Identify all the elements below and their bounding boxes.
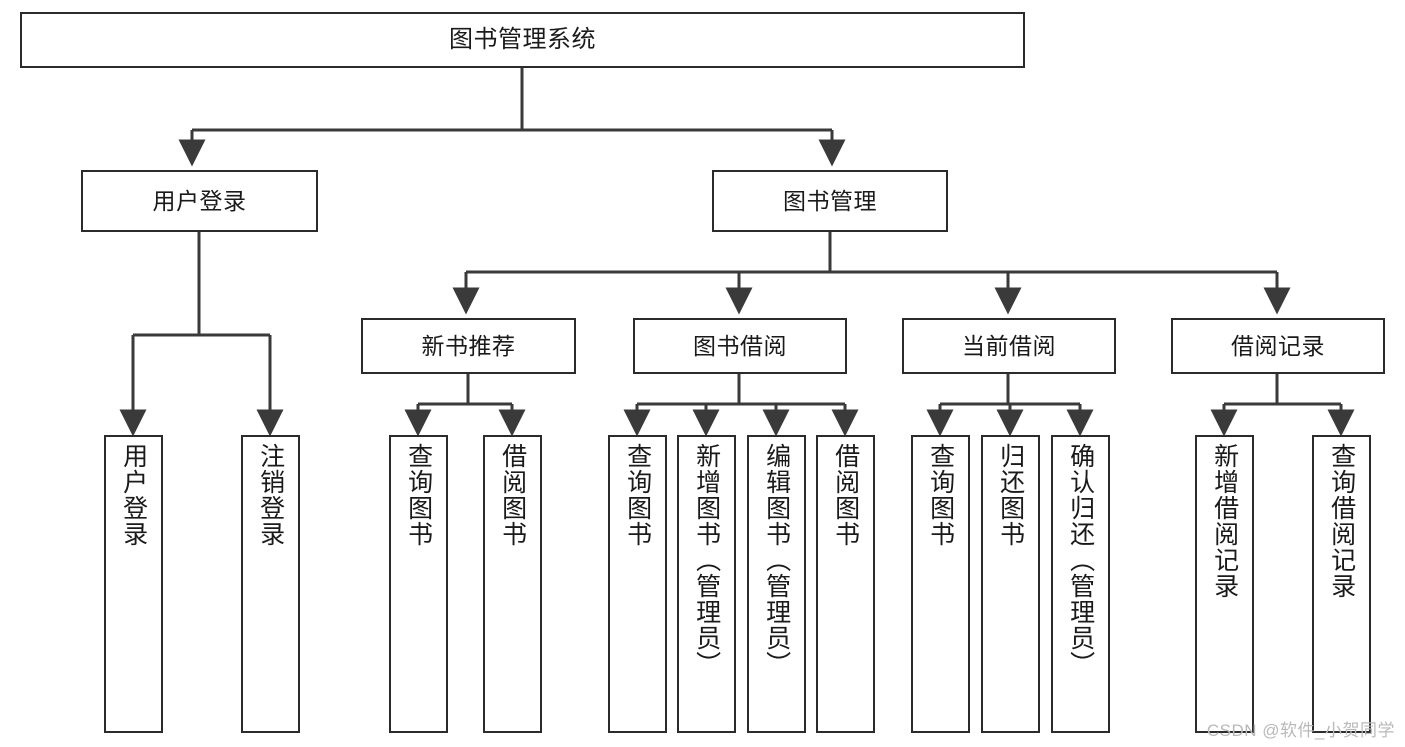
node-borrow-record-label: 借阅记录 (1231, 332, 1325, 359)
node-leaf-query-book-1[interactable]: 查询图书 (389, 435, 448, 733)
node-leaf-confirm-return-label: 确认归还（管理员） (1066, 443, 1095, 677)
node-leaf-return-book-label: 归还图书 (996, 443, 1025, 547)
node-leaf-user-login-label: 用户登录 (119, 443, 148, 547)
node-leaf-query-book-3[interactable]: 查询图书 (911, 435, 970, 733)
node-leaf-add-book-label: 新增图书（管理员） (692, 443, 721, 677)
node-leaf-query-record-label: 查询借阅记录 (1327, 443, 1356, 599)
node-leaf-edit-book[interactable]: 编辑图书（管理员） (747, 435, 806, 733)
node-leaf-add-record-label: 新增借阅记录 (1210, 443, 1239, 599)
node-book-manage[interactable]: 图书管理 (712, 170, 948, 232)
node-leaf-confirm-return[interactable]: 确认归还（管理员） (1051, 435, 1110, 733)
node-book-manage-label: 图书管理 (783, 187, 877, 214)
node-leaf-return-book[interactable]: 归还图书 (981, 435, 1040, 733)
node-leaf-user-logout-label: 注销登录 (256, 443, 285, 547)
node-new-book-recommend[interactable]: 新书推荐 (361, 318, 576, 374)
csdn-watermark: CSDN @软件_小贺同学 (1206, 721, 1395, 740)
node-leaf-borrow-book-1[interactable]: 借阅图书 (483, 435, 542, 733)
node-leaf-edit-book-label: 编辑图书（管理员） (762, 443, 791, 677)
node-book-borrow[interactable]: 图书借阅 (633, 318, 847, 374)
node-leaf-query-book-1-label: 查询图书 (404, 443, 433, 547)
node-leaf-add-book[interactable]: 新增图书（管理员） (677, 435, 736, 733)
node-leaf-query-book-2-label: 查询图书 (623, 443, 652, 547)
node-root[interactable]: 图书管理系统 (20, 12, 1025, 68)
node-leaf-add-record[interactable]: 新增借阅记录 (1195, 435, 1254, 733)
node-user-login[interactable]: 用户登录 (81, 170, 318, 232)
node-leaf-borrow-book-1-label: 借阅图书 (498, 443, 527, 547)
node-current-borrow[interactable]: 当前借阅 (902, 318, 1116, 374)
node-leaf-user-login[interactable]: 用户登录 (104, 435, 163, 733)
node-borrow-record[interactable]: 借阅记录 (1171, 318, 1385, 374)
node-user-login-label: 用户登录 (152, 187, 247, 214)
node-leaf-query-record[interactable]: 查询借阅记录 (1312, 435, 1371, 733)
node-leaf-user-logout[interactable]: 注销登录 (241, 435, 300, 733)
node-leaf-query-book-2[interactable]: 查询图书 (608, 435, 667, 733)
node-current-borrow-label: 当前借阅 (962, 332, 1056, 359)
node-leaf-borrow-book-2-label: 借阅图书 (831, 443, 860, 547)
node-leaf-borrow-book-2[interactable]: 借阅图书 (816, 435, 875, 733)
node-new-book-recommend-label: 新书推荐 (421, 332, 516, 359)
node-leaf-query-book-3-label: 查询图书 (926, 443, 955, 547)
node-root-label: 图书管理系统 (449, 26, 596, 54)
node-book-borrow-label: 图书借阅 (693, 332, 787, 359)
